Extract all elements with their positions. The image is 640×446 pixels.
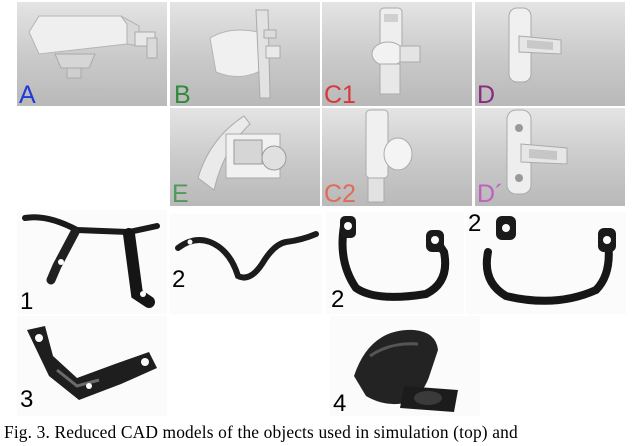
cad-label-d: D — [477, 81, 496, 107]
photo-label-2c: 2 — [468, 212, 482, 237]
cad-model-c1-image — [371, 7, 421, 95]
photo-label-2b: 2 — [331, 286, 345, 313]
photo-panel-1: 1 — [17, 210, 167, 314]
photo-label-3: 3 — [20, 386, 34, 413]
cad-model-b-image — [209, 9, 281, 99]
photo-object-2a-image — [175, 231, 319, 281]
photo-label-1: 1 — [20, 288, 34, 314]
cad-model-c2-image — [365, 109, 413, 203]
photo-object-3-image — [27, 326, 157, 400]
cad-label-b: B — [174, 81, 191, 107]
photo-object-4-image — [354, 329, 458, 412]
cad-panel-d: D — [475, 2, 625, 106]
photo-object-1-image — [22, 214, 160, 308]
cad-panel-e: E — [170, 108, 320, 206]
cad-model-d-image — [508, 7, 562, 83]
photo-panel-4: 4 — [330, 316, 480, 416]
photo-label-4: 4 — [333, 390, 347, 416]
photo-panel-2b: 2 — [326, 212, 464, 314]
cad-model-a-image — [28, 15, 158, 96]
photo-label-2a: 2 — [172, 266, 186, 293]
cad-panel-d-prime: D´ — [475, 108, 625, 206]
cad-label-e: E — [172, 180, 189, 207]
cad-panel-c1: C1 — [322, 2, 472, 106]
photo-panel-3: 3 — [17, 316, 167, 416]
photo-panel-2c: 2 — [466, 212, 626, 314]
cad-label-c2: C2 — [324, 180, 356, 207]
photo-object-2b-image — [338, 216, 450, 301]
cad-label-c1: C1 — [324, 81, 356, 107]
cad-label-a: A — [19, 81, 36, 107]
figure-caption: Fig. 3. Reduced CAD models of the object… — [4, 422, 518, 442]
cad-panel-b: B — [170, 2, 320, 106]
cad-panel-a: A — [17, 2, 167, 106]
cad-model-d-prime-image — [506, 109, 568, 195]
cad-model-e-image — [197, 115, 287, 191]
photo-panel-2a: 2 — [170, 214, 322, 314]
photo-object-2c-image — [482, 216, 616, 305]
cad-panel-c2: C2 — [322, 108, 472, 206]
cad-label-d-prime: D´ — [477, 180, 504, 207]
